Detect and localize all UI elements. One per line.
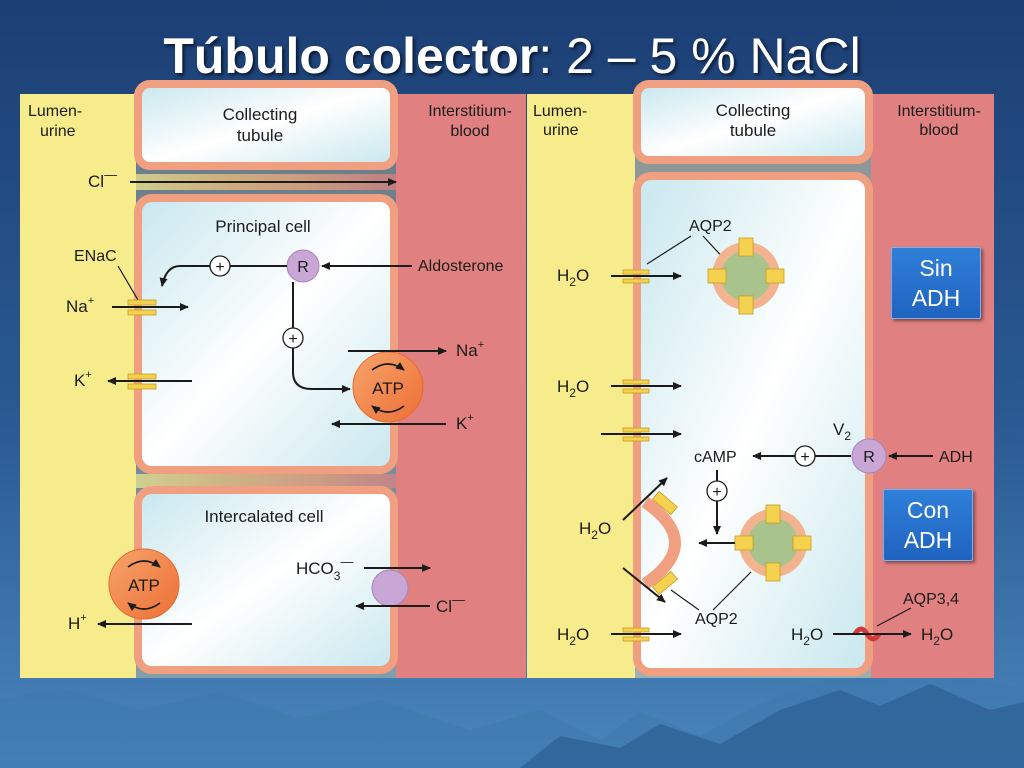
aqp2-bottom-pointer-1 — [670, 589, 700, 611]
aqp-channel-row3-upper — [622, 427, 650, 433]
h2o-row2-label: H2O — [557, 377, 589, 400]
k-lumen-label: K+ — [74, 369, 92, 390]
plus-circle-vesicle — [706, 480, 728, 502]
anion-exchanger — [371, 569, 409, 607]
atp-label-intercalated: ATP — [128, 576, 160, 595]
principal-cell-label: Principal cell — [215, 217, 310, 236]
plus-circle-camp — [794, 445, 816, 467]
h2o-insertion-arrow-down — [622, 567, 666, 603]
aldosterone-label: Aldosterone — [418, 258, 503, 275]
h2o-row1-label: H2O — [557, 266, 589, 289]
h-atpase-cycle-arrow-top — [127, 559, 161, 568]
interstitium-label-right: Interstitium-blood — [897, 103, 981, 139]
h2o-blood-label: H2O — [921, 625, 953, 648]
enac-channel-upper — [127, 299, 157, 306]
aqp-channel-row1-upper — [622, 269, 650, 275]
plus-sign-enac: + — [215, 259, 224, 276]
inserted-aqp2-lower — [652, 570, 678, 596]
slide-title-rest: : 2 – 5 % NaCl — [538, 28, 861, 84]
principal-cell — [134, 194, 398, 474]
slide-title: Túbulo colector: 2 – 5 % NaCl — [0, 26, 1024, 86]
aqp-channel-row2-lower — [622, 388, 650, 394]
aqp-channel-bottom-lower — [622, 636, 650, 642]
membrane-insertion-arc — [641, 497, 681, 589]
na-blood-label: Na+ — [456, 339, 484, 360]
aqp2-top-pointer-1 — [646, 235, 692, 265]
hco3-label: HCO3— — [296, 554, 353, 583]
adh-label: ADH — [939, 449, 973, 466]
aldosterone-receptor-label: R — [297, 259, 309, 276]
aqp-channel-row1-lower — [622, 278, 650, 284]
aqp2-bottom-label: AQP2 — [695, 611, 738, 628]
plus-sign-vesicle: + — [712, 484, 721, 501]
cl-blood-label: Cl— — [436, 592, 465, 616]
aqp-channel-row2-upper — [622, 379, 650, 385]
camp-label: cAMP — [694, 449, 737, 466]
h2o-insertion-label: H2O — [579, 519, 611, 542]
enac-channel-lower — [127, 309, 157, 316]
aqp34-pointer — [876, 607, 912, 627]
collecting-tubule-cell-top-right — [633, 80, 873, 164]
aqp-channel-bottom-upper — [622, 627, 650, 633]
h2o-insertion-arrow-up — [622, 477, 668, 521]
h-atpase-cycle-arrow-bottom — [127, 602, 161, 611]
sin-adh-line2: ADH — [911, 285, 961, 311]
lumen-label: Lumen-urine — [28, 103, 82, 140]
junction-separator-2 — [136, 474, 396, 488]
h2o-bottom-lumen-label: H2O — [557, 625, 589, 648]
aqp2-vesicle-top — [707, 237, 785, 315]
atp-label-principal: ATP — [372, 379, 404, 398]
con-adh-line2: ADH — [903, 527, 953, 553]
intercalated-cell-label: Intercalated cell — [204, 507, 323, 526]
plus-sign-pump: + — [288, 331, 297, 348]
interstitium-label: Interstitium-blood — [428, 103, 512, 140]
atpase-cycle-arrow-bottom — [371, 405, 405, 414]
aqp2-top-label: AQP2 — [689, 218, 732, 235]
plus-circle-enac — [209, 255, 231, 277]
enac-pointer-line — [117, 265, 139, 301]
sin-adh-button[interactable]: Sin ADH — [891, 247, 981, 319]
atpase-cycle-arrow-top — [371, 362, 405, 371]
collecting-tubule-cell-top — [134, 80, 398, 170]
aqp2-vesicle-bottom — [734, 504, 812, 582]
con-adh-line1: Con — [906, 497, 950, 523]
na-lumen-label: Na+ — [66, 295, 94, 316]
con-adh-button[interactable]: Con ADH — [883, 489, 973, 561]
mountain-background — [0, 670, 1024, 768]
sin-adh-line1: Sin — [919, 255, 953, 281]
k-blood-label: K+ — [456, 412, 474, 433]
slide-title-bold: Túbulo colector — [163, 28, 539, 84]
receptor-to-pump-arrow — [292, 282, 351, 393]
receptor-to-enac-arrow — [159, 265, 287, 287]
plus-sign-camp: + — [800, 449, 809, 466]
interstitium-region-right — [871, 94, 994, 678]
v2-label: V2 — [833, 420, 851, 443]
aqp-channel-row3-lower — [622, 436, 650, 442]
cl-lumen-label: Cl— — [88, 167, 117, 191]
enac-label: ENaC — [74, 248, 117, 265]
lumen-label-right: Lumen-urine — [533, 103, 587, 139]
k-channel-upper — [127, 373, 157, 380]
h-lumen-label: H+ — [68, 612, 87, 633]
aqp2-bottom-pointer-2 — [712, 571, 752, 611]
h2o-bottom-cell-label: H2O — [791, 625, 823, 648]
v2-receptor — [851, 438, 887, 474]
aqp34-label: AQP3,4 — [903, 591, 959, 608]
h-atpase — [108, 548, 180, 620]
k-channel-lower — [127, 383, 157, 390]
inserted-aqp2-upper — [652, 490, 678, 516]
v2-receptor-label: R — [863, 449, 875, 466]
plus-circle-pump — [282, 327, 304, 349]
